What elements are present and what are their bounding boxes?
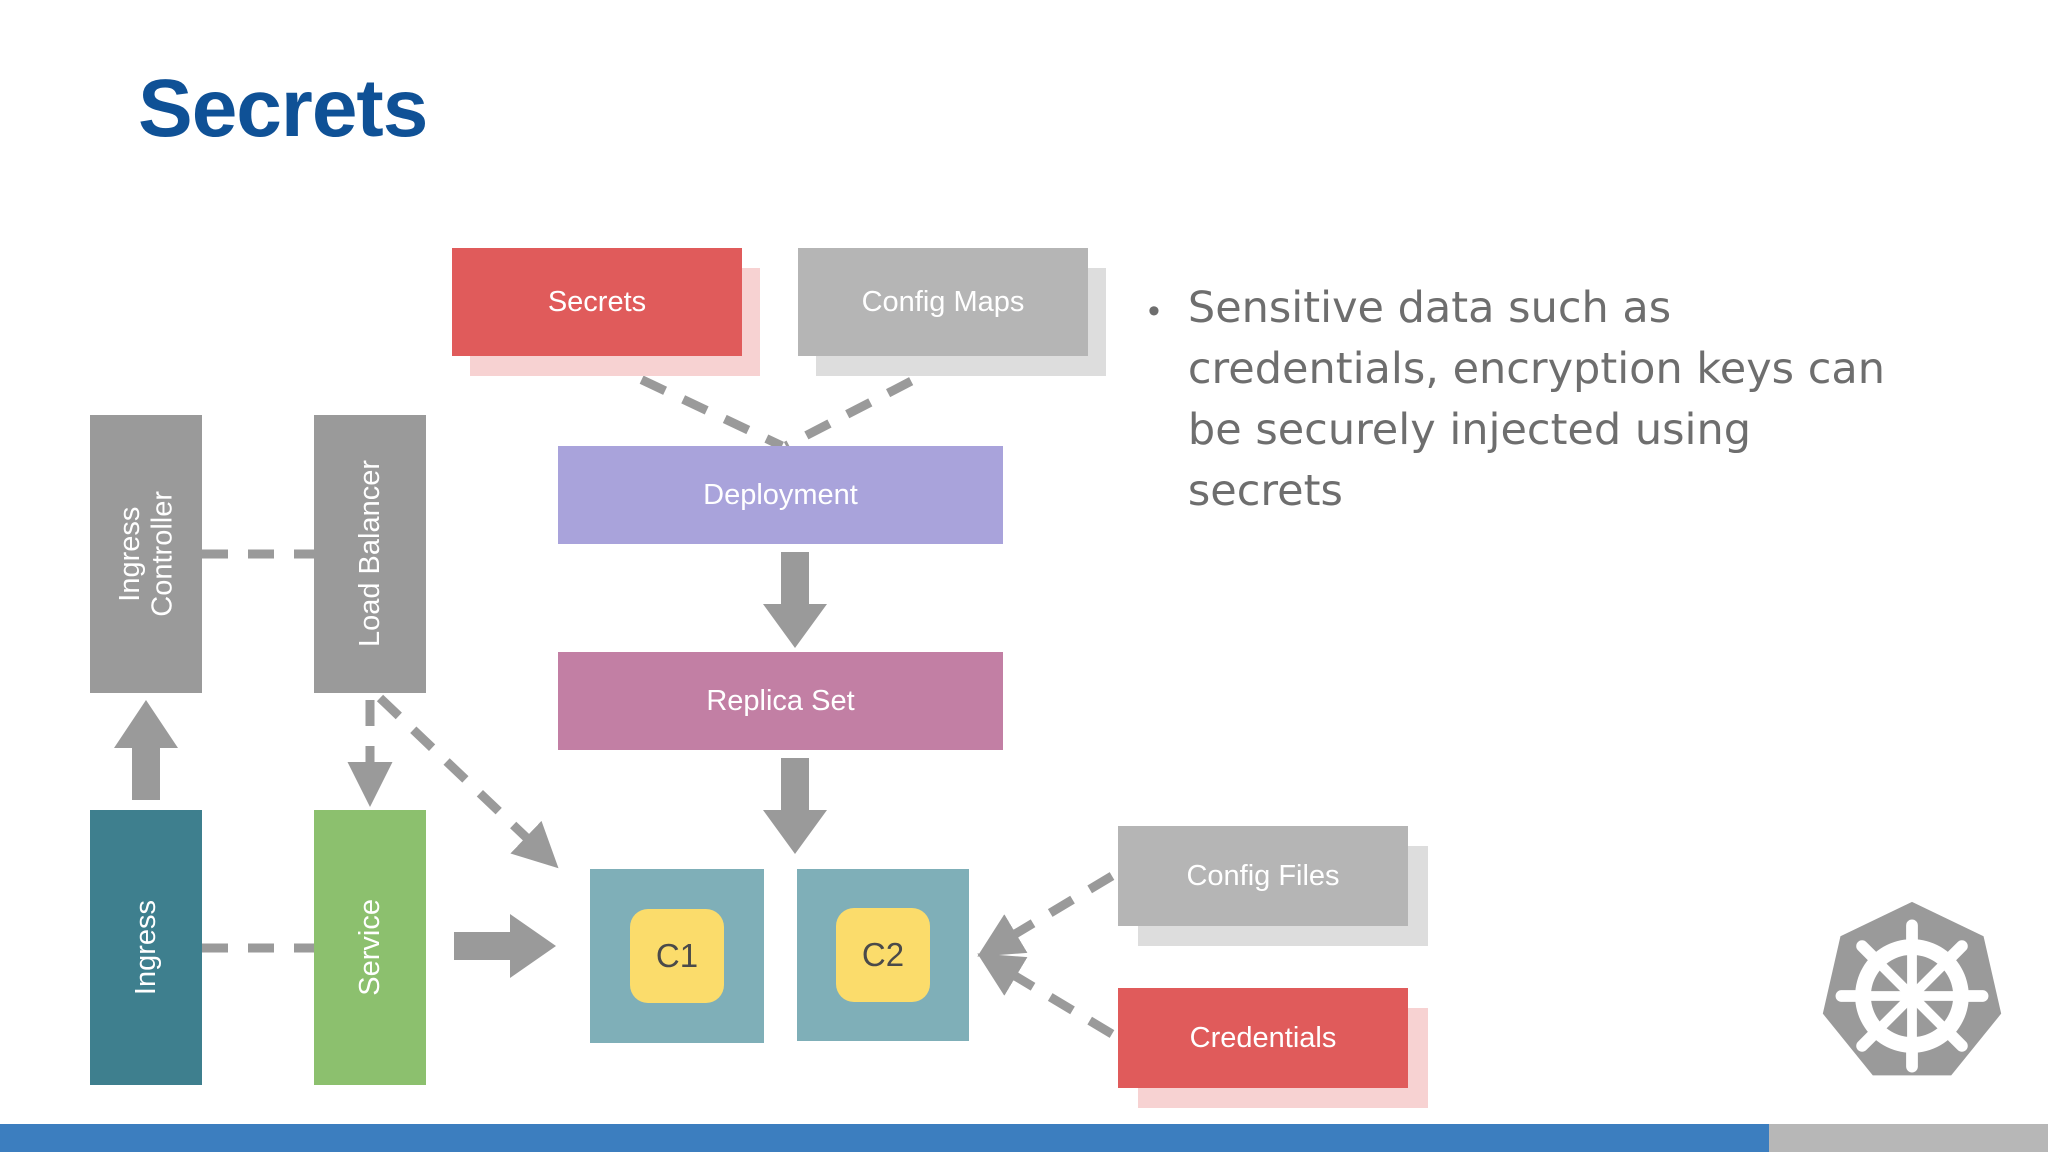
config-files-box[interactable]: Config Files [1118, 826, 1408, 926]
config-files-label: Config Files [1186, 859, 1340, 892]
ingress-label: Ingress [129, 899, 162, 996]
credentials-box[interactable]: Credentials [1118, 988, 1408, 1088]
secrets-label: Secrets [547, 285, 647, 318]
replica-set-label: Replica Set [706, 684, 855, 717]
ingress-controller-label-line2: Controller [146, 491, 178, 617]
ingress-box[interactable]: Ingress [90, 810, 202, 1085]
bullet-marker-icon: • [1148, 292, 1160, 330]
kubernetes-logo-icon [1822, 901, 2002, 1076]
container-1-inner: C1 [630, 909, 724, 1003]
bullet-list: • Sensitive data such as credentials, en… [1148, 278, 1908, 522]
page-title: Secrets [138, 63, 428, 154]
replica-set-box[interactable]: Replica Set [558, 652, 1003, 750]
load-balancer-box[interactable]: Load Balancer [314, 415, 426, 693]
pod-container-1[interactable]: C1 [590, 869, 764, 1043]
slide-progress-track[interactable] [0, 1124, 2048, 1152]
credentials-label: Credentials [1189, 1021, 1337, 1054]
load-balancer-label: Load Balancer [353, 460, 386, 648]
slide-progress-fill [0, 1124, 1770, 1152]
config-maps-label: Config Maps [861, 285, 1025, 318]
bullet-item-text: Sensitive data such as credentials, encr… [1187, 283, 1885, 517]
deployment-box[interactable]: Deployment [558, 446, 1003, 544]
container-2-label: C2 [861, 936, 905, 973]
secrets-box[interactable]: Secrets [452, 248, 742, 356]
container-1-label: C1 [655, 937, 699, 974]
config-maps-box[interactable]: Config Maps [798, 248, 1088, 356]
container-2-inner: C2 [836, 908, 930, 1002]
service-box[interactable]: Service [314, 810, 426, 1085]
pod-container-2[interactable]: C2 [797, 869, 969, 1041]
ingress-controller-label-line1: Ingress [113, 506, 146, 602]
service-label: Service [353, 899, 386, 996]
deployment-label: Deployment [703, 478, 858, 511]
